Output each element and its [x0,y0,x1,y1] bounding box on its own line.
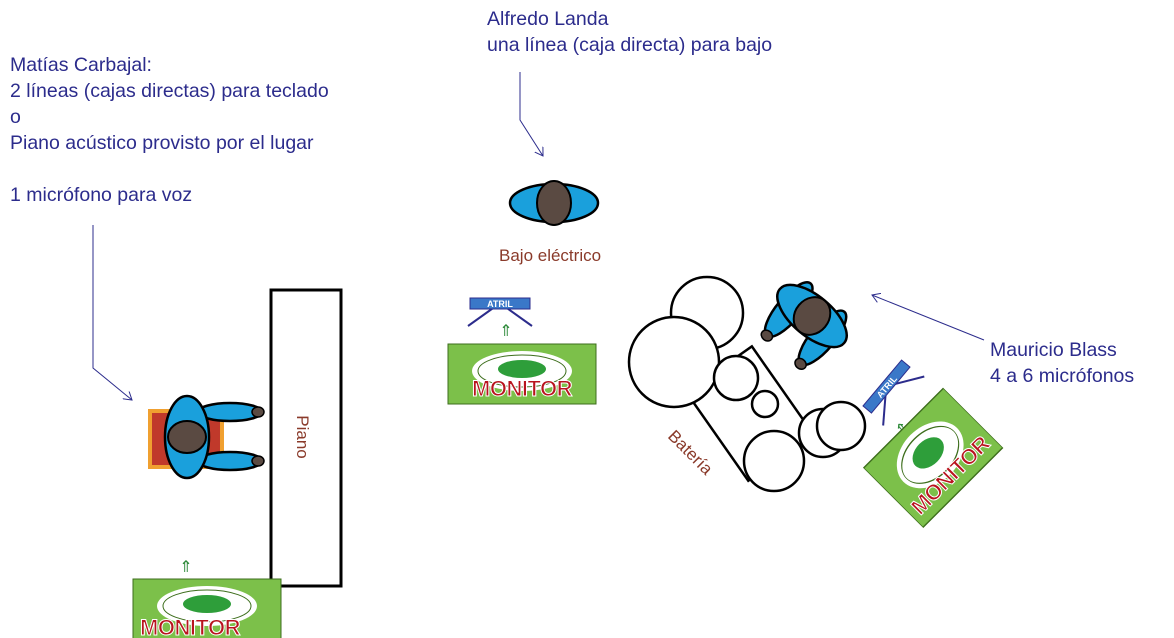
keyboard-monitor-label: MONITOR [140,615,241,638]
keyboard-monitor: MONITOR [132,578,282,638]
keyboard-player [148,394,265,480]
bass-monitor: MONITOR [447,343,597,405]
piano-label: Piano [293,415,312,458]
drum-hihat [815,400,867,452]
pointer-bass [519,72,543,156]
note-keyboard-line-2: 2 líneas (cajas directas) para teclado [10,80,329,102]
drum-tom-2 [750,389,780,419]
drums-label: Batería [664,426,717,479]
note-bass-line-1: Alfredo Landa [487,8,609,30]
pointer-keyboard [92,225,132,400]
note-drums: Mauricio Blass 4 a 6 micrófonos [990,337,1134,389]
note-keyboard-line-4: Piano acústico provisto por el lugar [10,132,314,154]
bass-label: Bajo eléctrico [499,246,601,265]
drummer [760,281,848,371]
drum-kit [627,275,867,493]
drums-atril-label: ATRIL [875,373,900,400]
note-keyboard: Matías Carbajal: 2 líneas (cajas directa… [10,52,329,208]
note-keyboard-line-3: o [10,106,21,128]
note-keyboard-line-6: 1 micrófono para voz [10,184,193,206]
note-bass-line-2: una línea (caja directa) para bajo [487,34,773,56]
drums-atril: ATRIL [860,357,926,427]
bass-player-head [536,180,572,226]
drum-floor-tom [742,429,806,493]
drummer-head [792,296,832,336]
note-drums-line-1: Mauricio Blass [990,339,1117,361]
keyboard-monitor-arrow: ⇑ [179,559,192,576]
bass-monitor-arrow: ⇑ [499,323,512,340]
note-bass: Alfredo Landa una línea (caja directa) p… [487,6,772,58]
pointer-drums [872,295,985,341]
piano-body [269,288,343,588]
note-drums-line-2: 4 a 6 micrófonos [990,365,1135,387]
note-keyboard-line-1: Matías Carbajal: [10,54,152,76]
keyboard-player-head [167,420,207,454]
bass-atril: ATRIL [467,297,533,327]
drum-ride [627,315,721,409]
drum-tom-1 [712,354,760,402]
bass-monitor-label: MONITOR [472,376,573,401]
bass-player [508,180,600,226]
bass-atril-label: ATRIL [487,299,513,309]
